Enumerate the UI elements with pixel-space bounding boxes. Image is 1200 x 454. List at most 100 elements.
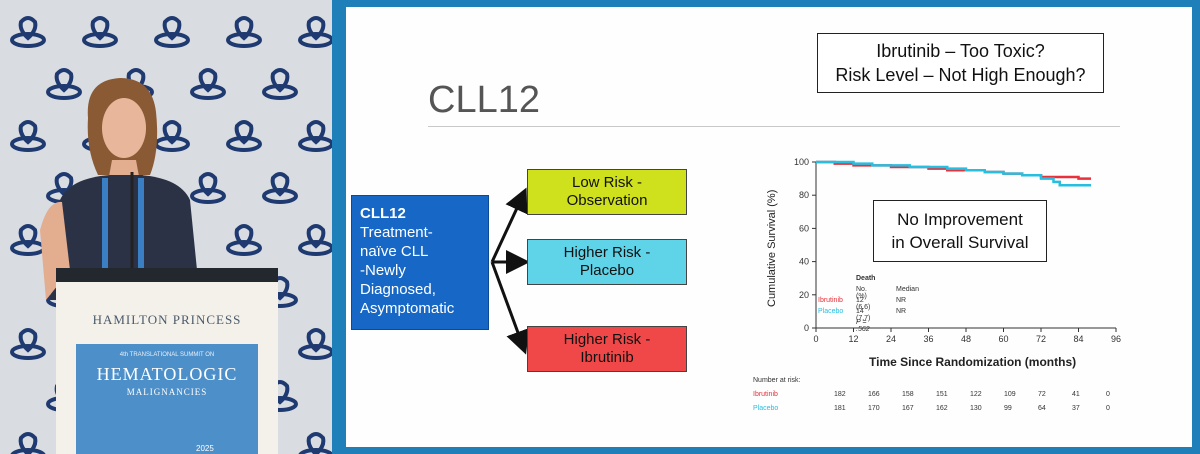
arm-ibrutinib-line1: Higher Risk - (563, 331, 651, 348)
arrow-to-observation (490, 187, 528, 263)
y-tick-label: 40 (799, 257, 809, 267)
x-axis-label: Time Since Randomization (months) (869, 355, 1077, 369)
x-tick-label: 48 (961, 334, 971, 344)
at-risk-placebo-value: 37 (1072, 405, 1080, 412)
logo-mark (226, 16, 262, 48)
at-risk-ibrutinib-value: 109 (1004, 391, 1016, 398)
callout-line1: No Improvement (897, 210, 1023, 229)
logo-mark (298, 224, 332, 256)
y-tick-label: 20 (799, 290, 809, 300)
logo-mark (262, 68, 298, 100)
logo-mark (298, 16, 332, 48)
podium-brand: HAMILTON PRINCESS (92, 312, 242, 327)
overall-survival-callout: No Improvement in Overall Survival (873, 200, 1047, 262)
logo-mark (10, 120, 46, 152)
legend-ibrutinib-name: Ibrutinib (818, 297, 843, 304)
study-line-2: naïve CLL (360, 243, 429, 260)
logo-mark (154, 16, 190, 48)
x-tick-label: 72 (1036, 334, 1046, 344)
y-tick-label: 60 (799, 223, 809, 233)
at-risk-ibrutinib-value: 166 (868, 391, 880, 398)
arrow-to-ibrutinib (490, 261, 530, 355)
slide-title: CLL12 (428, 79, 540, 121)
x-tick-label: 36 (923, 334, 933, 344)
study-line-3: -Newly (360, 262, 406, 279)
question-line1: Ibrutinib – Too Toxic? (876, 41, 1045, 61)
logo-mark (262, 172, 298, 204)
arm-observation-line1: Low Risk - (571, 174, 642, 191)
logo-mark (46, 68, 82, 100)
at-risk-ibrutinib-name: Ibrutinib (753, 391, 778, 398)
arm-placebo-line1: Higher Risk - (563, 244, 651, 261)
at-risk-placebo-name: Placebo (753, 405, 779, 412)
at-risk-placebo-value: 99 (1004, 405, 1012, 412)
banner-line1: 4th TRANSLATIONAL SUMMIT ON (119, 352, 215, 358)
legend-title: Death (856, 275, 876, 282)
logo-mark (190, 172, 226, 204)
at-risk-placebo-value: 181 (834, 405, 846, 412)
legend-ibrutinib-median: NR (896, 297, 907, 304)
x-tick-label: 60 (998, 334, 1008, 344)
banner-line2: HEMATOLOGIC (96, 364, 238, 384)
logo-mark (10, 16, 46, 48)
legend-ibrutinib-deaths: 12 (6.6) (856, 297, 871, 311)
banner-year: 2025 (196, 444, 214, 453)
logo-mark (298, 432, 332, 454)
y-tick-label: 0 (804, 323, 809, 333)
legend-placebo-median: NR (896, 308, 907, 315)
arm-box-placebo: Higher Risk - Placebo (527, 239, 687, 285)
x-tick-label: 84 (1073, 334, 1083, 344)
at-risk-ibrutinib-value: 0 (1106, 391, 1110, 398)
arm-observation-line2: Observation (566, 192, 648, 209)
presentation-slide: CLL12 Ibrutinib – Too Toxic? Risk Level … (346, 7, 1192, 447)
logo-mark (190, 68, 226, 100)
study-design-box: CLL12 Treatment- naïve CLL -Newly Diagno… (351, 195, 489, 330)
legend-pvalue: P = .562 (856, 319, 870, 333)
legend-placebo-name: Placebo (818, 308, 844, 315)
at-risk-placebo-value: 162 (936, 405, 948, 412)
at-risk-ibrutinib-value: 158 (902, 391, 914, 398)
legend-placebo-deaths: 14 (7.7) (856, 308, 871, 322)
number-at-risk-table: Number at risk: Ibrutinib Placebo 182 166… (753, 375, 1153, 435)
x-tick-label: 12 (848, 334, 858, 344)
at-risk-label: Number at risk: (753, 377, 801, 384)
study-heading: CLL12 (360, 205, 406, 222)
title-divider (428, 126, 1120, 127)
arm-placebo-line2: Placebo (579, 262, 635, 279)
at-risk-placebo-value: 170 (868, 405, 880, 412)
logo-mark (226, 120, 262, 152)
legend-col1: No. (%) (856, 286, 867, 300)
logo-mark (10, 432, 46, 454)
summit-banner: 4th TRANSLATIONAL SUMMIT ON HEMATOLOGIC … (76, 344, 258, 454)
speaker-video-panel: HAMILTON PRINCESS 4th TRANSLATIONAL SUMM… (0, 0, 332, 454)
at-risk-ibrutinib-value: 122 (970, 391, 982, 398)
logo-mark (226, 224, 262, 256)
arm-box-observation: Low Risk - Observation (527, 169, 687, 215)
logo-mark (298, 120, 332, 152)
at-risk-placebo-value: 167 (902, 405, 914, 412)
logo-mark (298, 328, 332, 360)
at-risk-ibrutinib-value: 72 (1038, 391, 1046, 398)
at-risk-ibrutinib-value: 182 (834, 391, 846, 398)
y-tick-label: 100 (794, 157, 809, 167)
branch-arrows (490, 187, 530, 355)
x-tick-label: 0 (813, 334, 818, 344)
study-line-1: Treatment- (360, 224, 433, 241)
callout-line2: in Overall Survival (891, 233, 1029, 252)
y-tick-label: 80 (799, 190, 809, 200)
arm-box-ibrutinib: Higher Risk - Ibrutinib (527, 326, 687, 372)
at-risk-ibrutinib-value: 151 (936, 391, 948, 398)
podium: HAMILTON PRINCESS 4th TRANSLATIONAL SUMM… (56, 268, 278, 454)
at-risk-placebo-value: 64 (1038, 405, 1046, 412)
logo-mark (82, 16, 118, 48)
at-risk-placebo-value: 0 (1106, 405, 1110, 412)
study-line-5: Asymptomatic (360, 300, 455, 317)
at-risk-ibrutinib-value: 41 (1072, 391, 1080, 398)
banner-line3: MALIGNANCIES (126, 387, 208, 397)
logo-mark (10, 328, 46, 360)
question-line2: Risk Level – Not High Enough? (835, 65, 1086, 85)
arm-ibrutinib-line2: Ibrutinib (580, 349, 634, 366)
legend-col2: Median (896, 286, 919, 293)
at-risk-placebo-value: 130 (970, 405, 982, 412)
